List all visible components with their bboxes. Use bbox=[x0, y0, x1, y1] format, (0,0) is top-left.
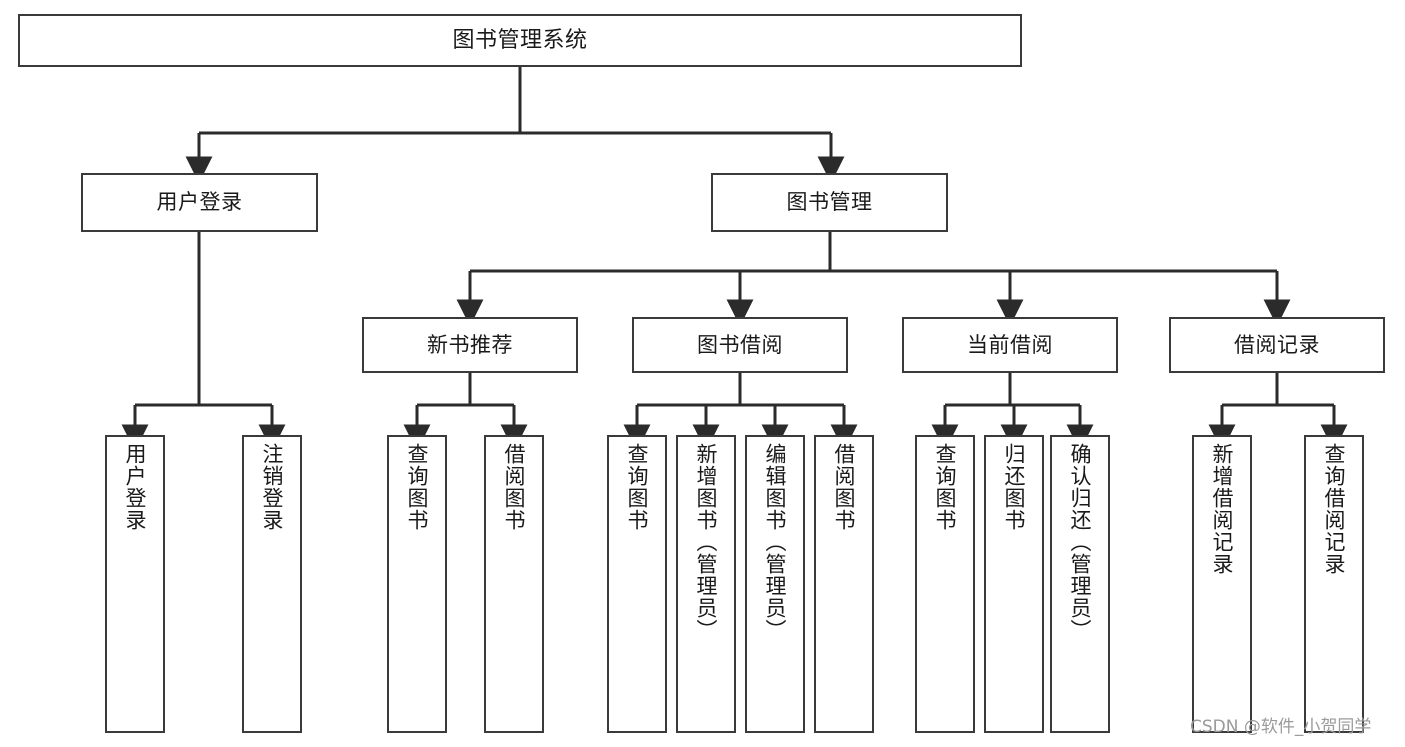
node-root-book-management-system[interactable]: 图书管理系统 bbox=[18, 14, 1022, 67]
node-label: 新书推荐 bbox=[427, 332, 513, 357]
leaf-recommend-query-book[interactable]: 查询图书 bbox=[387, 435, 447, 733]
node-label: 当前借阅 bbox=[967, 332, 1053, 357]
node-book-borrow[interactable]: 图书借阅 bbox=[632, 317, 848, 373]
leaf-borrow-edit-book-admin[interactable]: 编辑图书（管理员） bbox=[745, 435, 805, 733]
leaf-current-query-book[interactable]: 查询图书 bbox=[915, 435, 975, 733]
leaf-current-return-book[interactable]: 归还图书 bbox=[984, 435, 1044, 733]
node-user-login[interactable]: 用户登录 bbox=[81, 173, 318, 232]
node-label: 查询图书 bbox=[933, 443, 958, 531]
node-label: 编辑图书（管理员） bbox=[763, 443, 788, 641]
node-label: 用户登录 bbox=[123, 443, 148, 531]
node-label: 借阅图书 bbox=[502, 443, 527, 531]
node-label: 新增图书（管理员） bbox=[694, 443, 719, 641]
node-book-management[interactable]: 图书管理 bbox=[711, 173, 948, 232]
node-label: 用户登录 bbox=[156, 190, 243, 215]
node-label: 查询借阅记录 bbox=[1322, 443, 1347, 575]
node-new-book-recommendation[interactable]: 新书推荐 bbox=[362, 317, 578, 373]
node-label: 借阅图书 bbox=[832, 443, 857, 531]
node-label: 图书借阅 bbox=[697, 332, 783, 357]
node-borrow-records[interactable]: 借阅记录 bbox=[1169, 317, 1385, 373]
leaf-recommend-borrow-book[interactable]: 借阅图书 bbox=[484, 435, 544, 733]
node-current-borrow[interactable]: 当前借阅 bbox=[902, 317, 1118, 373]
node-label: 图书管理 bbox=[786, 190, 873, 215]
leaf-borrow-query-book[interactable]: 查询图书 bbox=[607, 435, 667, 733]
leaf-borrow-add-book-admin[interactable]: 新增图书（管理员） bbox=[676, 435, 736, 733]
node-label: 新增借阅记录 bbox=[1210, 443, 1235, 575]
node-label: 借阅记录 bbox=[1234, 332, 1320, 357]
leaf-borrow-borrow-book[interactable]: 借阅图书 bbox=[814, 435, 874, 733]
node-label: 确认归还（管理员） bbox=[1068, 443, 1093, 641]
leaf-user-login-logout[interactable]: 注销登录 bbox=[242, 435, 302, 733]
watermark: CSDN @软件_小贺同学 bbox=[1190, 717, 1372, 737]
node-label: 注销登录 bbox=[260, 443, 285, 531]
node-label: 查询图书 bbox=[405, 443, 430, 531]
leaf-current-confirm-return-admin[interactable]: 确认归还（管理员） bbox=[1050, 435, 1110, 733]
leaf-records-add-record[interactable]: 新增借阅记录 bbox=[1192, 435, 1252, 733]
leaf-user-login-login[interactable]: 用户登录 bbox=[105, 435, 165, 733]
node-label: 图书管理系统 bbox=[452, 27, 588, 53]
node-label: 归还图书 bbox=[1002, 443, 1027, 531]
node-label: 查询图书 bbox=[625, 443, 650, 531]
leaf-records-query-record[interactable]: 查询借阅记录 bbox=[1304, 435, 1364, 733]
